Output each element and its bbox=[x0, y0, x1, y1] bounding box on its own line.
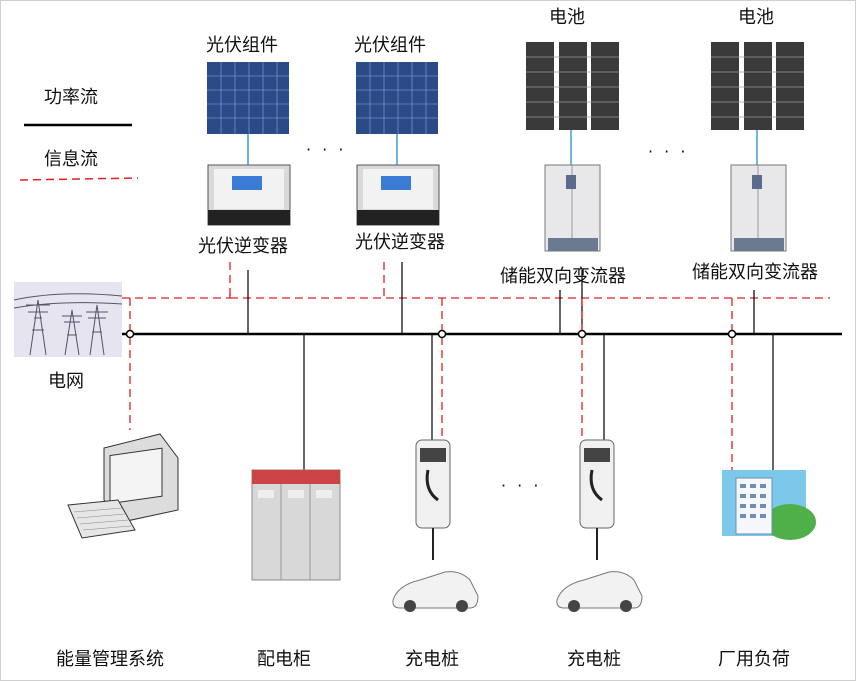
converter-label-1: 储能双向变流器 bbox=[500, 266, 626, 287]
ellipsis-pv: · · · bbox=[306, 140, 347, 159]
charger-label-1: 充电桩 bbox=[405, 649, 459, 670]
pv-module-2 bbox=[356, 62, 438, 134]
ev-car-1 bbox=[392, 571, 479, 612]
bus-hop-1 bbox=[125, 329, 135, 339]
grid-image bbox=[13, 282, 123, 357]
grid-label: 电网 bbox=[48, 371, 84, 392]
ellipsis-charger: · · · bbox=[501, 476, 542, 495]
bus-hop-4 bbox=[727, 329, 737, 339]
plant-load-building bbox=[722, 470, 816, 540]
battery-rack-2 bbox=[711, 42, 804, 130]
pv-inverter-2 bbox=[356, 164, 440, 226]
charger-label-2: 充电桩 bbox=[567, 649, 621, 670]
legend-power-label: 功率流 bbox=[44, 87, 98, 108]
legend-info-line bbox=[19, 177, 139, 181]
pv-inverter-1 bbox=[207, 164, 291, 226]
battery-rack-1 bbox=[526, 42, 619, 130]
bidirectional-converter-2 bbox=[730, 164, 787, 252]
pv-module-label-2: 光伏组件 bbox=[354, 35, 426, 56]
battery-label-1: 电池 bbox=[549, 7, 585, 28]
charger-2 bbox=[579, 439, 615, 560]
converter-label-2: 储能双向变流器 bbox=[692, 262, 818, 283]
distribution-cabinet bbox=[251, 469, 341, 581]
battery-label-2: 电池 bbox=[738, 7, 774, 28]
pv-module-1 bbox=[207, 62, 289, 134]
ems-computer bbox=[67, 433, 179, 539]
pv-module-label-1: 光伏组件 bbox=[206, 35, 278, 56]
bidirectional-converter-1 bbox=[544, 164, 601, 252]
pv-inverter-label-2: 光伏逆变器 bbox=[355, 232, 445, 253]
info-bus-seg-1 bbox=[122, 290, 231, 299]
ev-car-2 bbox=[556, 571, 643, 612]
bus-hop-3 bbox=[577, 329, 587, 339]
pv-inverter-label-1: 光伏逆变器 bbox=[198, 236, 288, 257]
plant-load-label: 厂用负荷 bbox=[718, 649, 790, 670]
charger-1 bbox=[415, 439, 451, 560]
ellipsis-battery: · · · bbox=[648, 142, 689, 161]
ems-label: 能量管理系统 bbox=[56, 649, 164, 670]
distribution-cabinet-label: 配电柜 bbox=[257, 649, 311, 670]
legend-info-label: 信息流 bbox=[44, 149, 98, 170]
bus-hop-2 bbox=[437, 329, 447, 339]
